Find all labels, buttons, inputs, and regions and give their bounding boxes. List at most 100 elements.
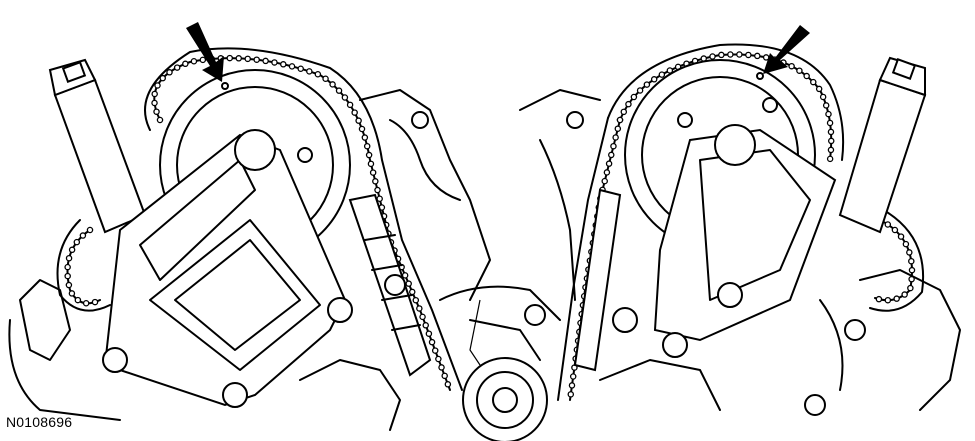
chain-link xyxy=(827,137,835,145)
chain-link xyxy=(822,102,830,109)
chain-link xyxy=(346,101,354,109)
chain-link xyxy=(329,81,336,88)
chain-link xyxy=(891,226,899,234)
chain-link xyxy=(435,355,442,363)
chain-link xyxy=(444,381,452,388)
chain-link xyxy=(610,142,617,150)
chain-link xyxy=(182,60,189,68)
chain-link xyxy=(262,57,269,65)
chain-link xyxy=(709,53,716,60)
chain-link xyxy=(884,221,892,228)
chain-link xyxy=(367,160,375,168)
chain-link xyxy=(425,330,433,337)
chain-link xyxy=(86,226,94,234)
chain-link xyxy=(658,71,666,78)
chain-link xyxy=(73,238,81,246)
chain-link xyxy=(826,155,834,163)
chain-link xyxy=(605,160,613,167)
chain-link xyxy=(431,347,439,354)
chain-link xyxy=(412,296,420,304)
chain-link xyxy=(796,67,803,74)
chain-link xyxy=(64,272,71,280)
chain-link xyxy=(306,68,313,75)
chain-link xyxy=(788,62,795,70)
chain-link xyxy=(314,70,322,78)
chain-link xyxy=(650,76,658,83)
chain-link xyxy=(151,99,158,107)
chain-link xyxy=(754,52,761,60)
left-timing-mark xyxy=(221,82,229,90)
chain-link xyxy=(68,290,76,297)
chain-link xyxy=(897,233,905,240)
chain-link xyxy=(825,110,832,118)
chain-link xyxy=(745,51,752,59)
chain-link xyxy=(288,63,296,70)
chain-link xyxy=(74,296,82,304)
chain-link xyxy=(803,72,810,80)
right-vct-solenoid xyxy=(838,56,927,234)
chain-link xyxy=(159,74,166,82)
chain-link xyxy=(727,51,734,58)
chain-link xyxy=(901,291,908,298)
chain-link xyxy=(827,146,835,154)
right-tensioner-bracket xyxy=(612,124,837,358)
chain-link xyxy=(190,58,198,65)
chain-link xyxy=(351,109,358,116)
chain-link xyxy=(91,298,99,306)
chain-link xyxy=(65,281,73,289)
figure-id-label: N0108696 xyxy=(6,414,73,430)
chain-link xyxy=(244,55,251,63)
chain-link xyxy=(64,263,71,271)
chain-link xyxy=(601,177,608,185)
chain-link xyxy=(280,61,287,68)
chain-link xyxy=(416,305,423,312)
right-timing-mark-arrow xyxy=(763,25,810,74)
chain-link xyxy=(271,59,278,66)
chain-link xyxy=(718,51,725,59)
right-chain-guide xyxy=(573,188,622,372)
chain-link xyxy=(625,100,632,108)
chain-link xyxy=(616,116,624,124)
chain-link xyxy=(620,108,628,116)
chain-link xyxy=(82,300,90,307)
chain-link xyxy=(902,240,910,248)
chain-link xyxy=(253,56,260,63)
chain-link xyxy=(322,75,329,83)
chain-link xyxy=(666,67,674,74)
chain-link xyxy=(428,338,436,346)
chain-link xyxy=(372,178,379,185)
left-timing-chain xyxy=(56,47,463,391)
chain-link xyxy=(906,249,913,256)
chain-link xyxy=(568,382,576,389)
chain-link xyxy=(355,117,362,124)
chain-link xyxy=(151,90,158,98)
chain-link xyxy=(226,54,233,62)
chain-link xyxy=(363,142,371,150)
chain-link xyxy=(636,87,644,94)
misc-bolts xyxy=(384,111,866,416)
chain-link xyxy=(908,257,915,265)
chain-link xyxy=(438,364,445,371)
chain-link xyxy=(341,94,349,101)
chain-link xyxy=(166,69,173,76)
chain-link xyxy=(614,125,622,132)
chain-link xyxy=(819,93,827,101)
chain-link xyxy=(365,151,373,159)
crank-sprocket xyxy=(462,357,548,441)
chain-link xyxy=(612,134,619,141)
chain-link xyxy=(409,288,416,296)
chain-link xyxy=(65,254,73,262)
chain-link xyxy=(374,186,381,194)
chain-link xyxy=(815,85,823,93)
chain-link xyxy=(608,151,615,159)
right-timing-mark xyxy=(756,72,764,80)
chain-link xyxy=(884,296,892,304)
chain-link xyxy=(643,81,651,88)
chain-link xyxy=(603,169,611,176)
chain-link xyxy=(810,78,817,86)
chain-link xyxy=(156,116,164,124)
left-vct-solenoid xyxy=(48,58,147,234)
chain-link xyxy=(441,372,448,380)
chain-link xyxy=(875,295,883,303)
